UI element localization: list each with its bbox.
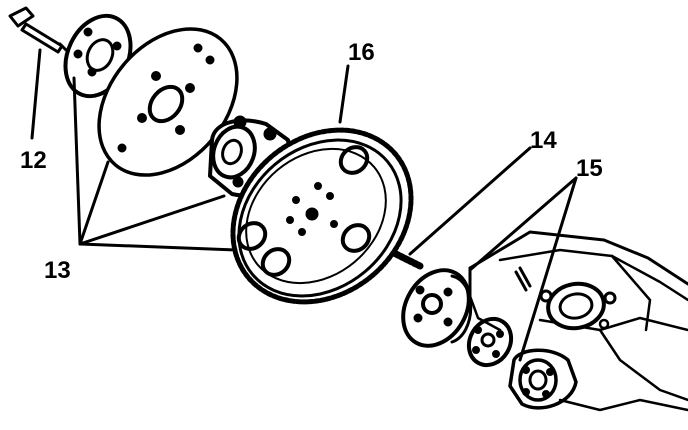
callout-14: 14 (530, 127, 557, 154)
leader-line-16 (338, 64, 350, 124)
leader-line-14 (408, 146, 532, 256)
leader-lines-15 (468, 176, 578, 362)
callout-12: 12 (20, 147, 47, 174)
leader-lines-13 (72, 76, 238, 252)
bolt (8, 6, 68, 54)
callout-13: 13 (44, 257, 71, 284)
engine-block (468, 230, 688, 412)
callout-16: 16 (348, 39, 375, 66)
flex-plate (97, 27, 239, 177)
leader-line-12 (30, 48, 42, 140)
pilot-plate (401, 268, 473, 348)
callout-15: 15 (576, 155, 603, 182)
dowel-pin (392, 250, 424, 270)
flywheel (230, 127, 414, 305)
